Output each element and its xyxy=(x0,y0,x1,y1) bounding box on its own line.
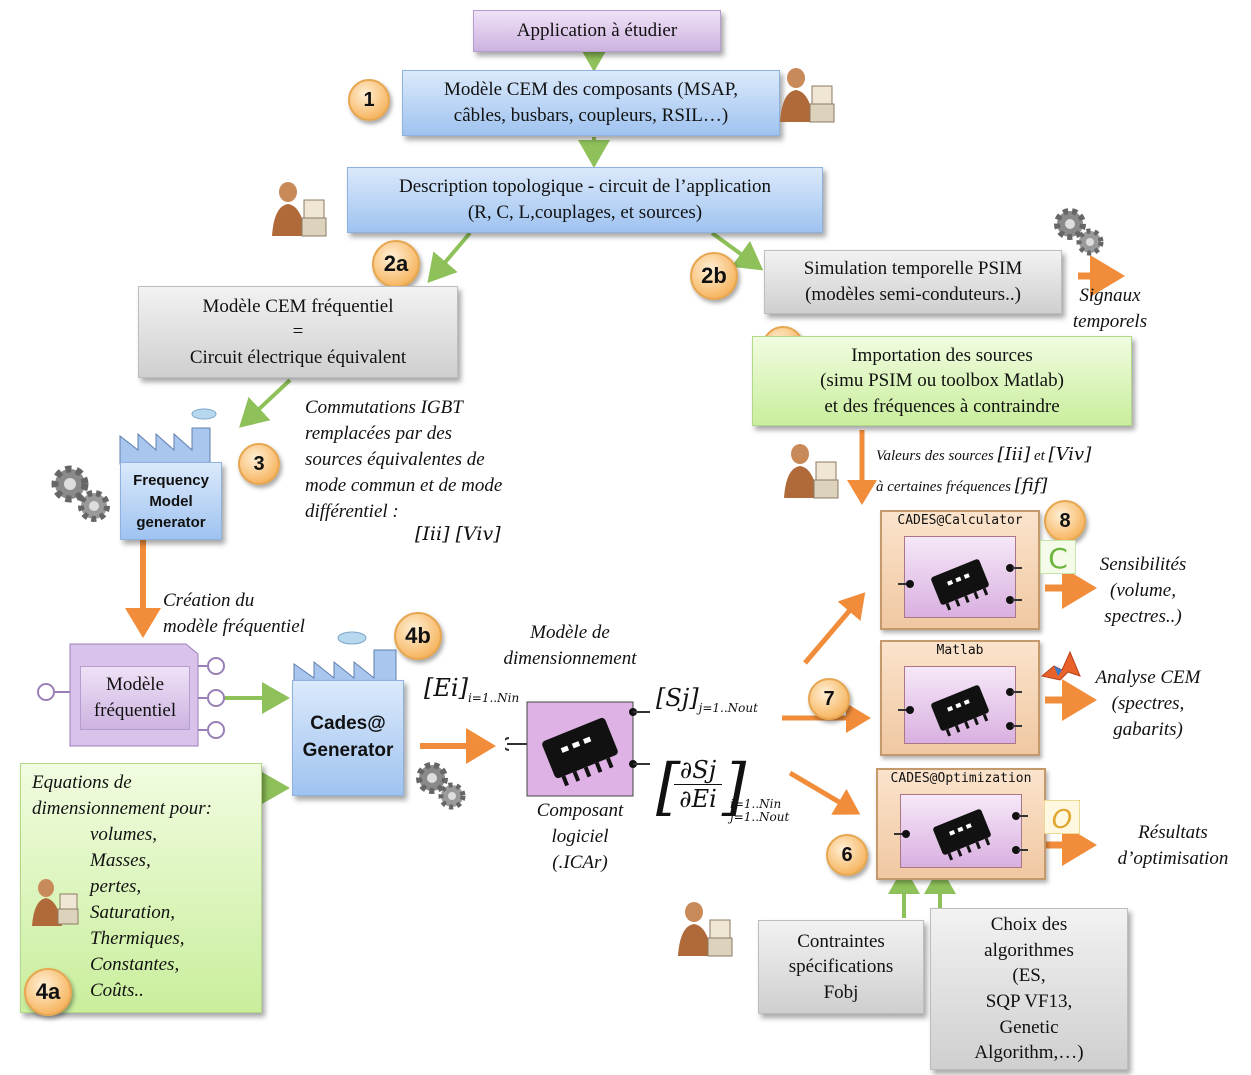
modele-cem-composants-box: Modèle CEM des composants (MSAP, câbles,… xyxy=(402,70,780,136)
math-deriv-num: ∂Sj xyxy=(679,756,717,784)
description-topologique-box: Description topologique - circuit de l’a… xyxy=(347,167,823,233)
cades-optimization-title: CADES@Optimization xyxy=(890,771,1032,786)
valeurs-sources-label: Valeurs des sources [Iii] et [Viv] à cer… xyxy=(876,444,1092,496)
modele-cem-frequentiel-box: Modèle CEM fréquentiel = Circuit électri… xyxy=(138,286,458,378)
math-E-sub: i=1..Nin xyxy=(467,690,520,705)
svg-text:O: O xyxy=(1052,805,1072,834)
step-1-badge: 1 xyxy=(348,79,390,121)
valeurs-sources-text: Valeurs des sources xyxy=(876,448,994,464)
chip-icon xyxy=(898,685,1022,737)
math-S-sub: j=1..Nout xyxy=(698,700,758,715)
valeurs-et-text: et xyxy=(1033,448,1045,464)
input-vector: [Ei]i=1..Nin xyxy=(424,674,520,705)
equations-list: volumes, Masses, pertes, Saturation, The… xyxy=(90,822,184,1004)
contraintes-box: Contraintes spécifications Fobj xyxy=(758,920,924,1014)
math-V-iv: Viv xyxy=(462,523,494,545)
equation-item: Masses, xyxy=(90,850,151,872)
arrow-to-calculator xyxy=(803,592,866,665)
commutations-text: Commutations IGBT remplacées par des sou… xyxy=(305,397,503,523)
modele-dimensionnement-label: Modèle de dimensionnement xyxy=(503,622,637,670)
step-3-badge: 3 xyxy=(238,443,280,485)
equation-item: Constantes, xyxy=(90,954,180,976)
math-I-ii: Iii xyxy=(422,523,443,545)
step-8-badge: 8 xyxy=(1044,500,1086,542)
gears-icon xyxy=(51,465,110,522)
math-V-iv: Viv xyxy=(1055,444,1085,465)
resultats-optimisation-label: Résultats d’optimisation xyxy=(1117,822,1229,870)
step-7-badge: 7 xyxy=(808,678,850,720)
c-logo-icon: C xyxy=(1040,540,1076,574)
software-component-icon xyxy=(505,701,650,797)
math-deriv-den: ∂Ei xyxy=(674,784,722,813)
engineer-icon xyxy=(784,444,839,499)
equation-item: volumes, xyxy=(90,824,158,845)
step-6-badge: 6 xyxy=(826,834,868,876)
math-deriv-sub1: i=1..Nin xyxy=(730,797,782,811)
math-I-ii: Iii xyxy=(1004,444,1024,465)
arrow-topo-to-psim xyxy=(710,231,764,271)
choix-algorithmes-box: Choix des algorithmes (ES, SQP VF13, Gen… xyxy=(930,908,1128,1070)
step-4b-badge: 4b xyxy=(394,612,442,660)
factory-icon xyxy=(293,631,397,683)
modele-frequentiel-box: Modèle fréquentiel xyxy=(80,666,190,730)
o-logo-icon: O xyxy=(1044,800,1080,834)
application-box: Application à étudier xyxy=(473,10,721,52)
engineer-icon xyxy=(780,68,835,123)
signaux-temporels-label: Signaux temporels xyxy=(1072,285,1148,333)
matlab-logo-icon xyxy=(1040,650,1081,681)
gears-icon xyxy=(1054,208,1104,256)
cades-calculator-title: CADES@Calculator xyxy=(897,513,1023,528)
svg-text:C: C xyxy=(1048,542,1068,574)
frequency-model-generator-box: Frequency Model generator xyxy=(120,462,222,540)
analyse-cem-label: Analyse CEM (spectres, gabarits) xyxy=(1095,667,1201,741)
arrow-frequentiel-to-generator xyxy=(239,378,292,428)
engineer-icon xyxy=(272,182,327,237)
chip-icon xyxy=(894,809,1028,861)
matlab-title: Matlab xyxy=(936,643,984,658)
math-f-if: fif xyxy=(1021,474,1041,496)
step-2a-badge: 2a xyxy=(372,240,420,288)
arrow-to-optimization xyxy=(788,770,861,815)
sensibilites-label: Sensibilités (volume, spectres..) xyxy=(1099,554,1187,628)
equation-item: Coûts.. xyxy=(90,980,144,1002)
simulation-psim-box: Simulation temporelle PSIM (modèles semi… xyxy=(764,250,1062,314)
engineer-icon xyxy=(678,902,733,957)
math-E-i: Ei xyxy=(433,674,459,702)
step-4a-badge: 4a xyxy=(24,968,72,1016)
composant-logiciel-label: Composant logiciel (.ICAr) xyxy=(536,800,624,874)
matlab-component: Matlab xyxy=(880,640,1040,756)
math-S-j: Sj xyxy=(665,684,690,712)
cades-calculator-component: CADES@Calculator xyxy=(880,510,1040,630)
factory-icon xyxy=(119,408,217,465)
equation-item: pertes, xyxy=(90,876,142,898)
equation-item: Thermiques, xyxy=(90,928,185,950)
chip-icon xyxy=(898,559,1022,611)
certaines-frequences-text: à certaines fréquences xyxy=(876,478,1011,495)
gears-icon xyxy=(416,762,466,810)
math-deriv-sub2: j=1..Nout xyxy=(730,810,790,824)
engineer-icon xyxy=(32,879,79,926)
step-2b-badge: 2b xyxy=(690,252,738,300)
equations-title: Equations de dimensionnement pour: xyxy=(32,772,212,820)
cades-generator-box: Cades@ Generator xyxy=(292,680,404,796)
output-vector: [Sj]j=1..Nout xyxy=(656,684,758,715)
commutations-math: [Iii] [Viv] xyxy=(415,523,501,545)
cades-optimization-component: CADES@Optimization xyxy=(876,768,1046,880)
equation-item: Saturation, xyxy=(90,902,175,924)
arrow-topo-to-frequentiel xyxy=(427,231,472,284)
creation-modele-label: Création du modèle fréquentiel xyxy=(163,590,305,638)
importation-sources-box: Importation des sources (simu PSIM ou to… xyxy=(752,336,1132,426)
